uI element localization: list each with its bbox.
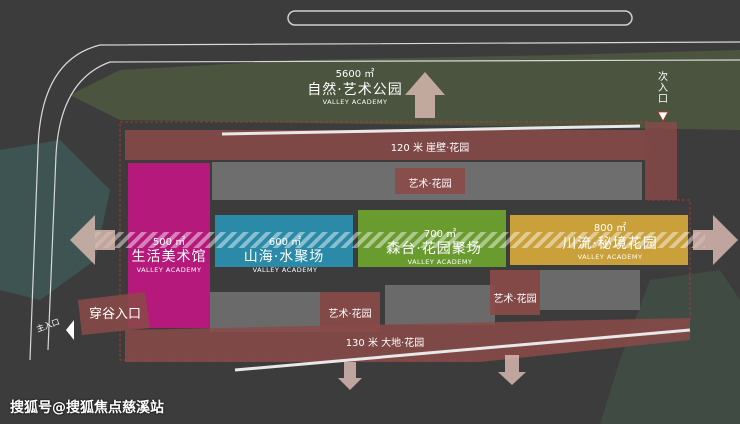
cliff-garden-band [125,130,645,160]
side-entrance-strip [645,122,677,200]
zone-3-sub: VALLEY ACADEMY [407,258,473,266]
green-zone-top [70,50,740,130]
zone-2-area: 600 ㎡ [268,237,302,248]
arrow-down-icon-1 [338,362,362,390]
cliff-wall-line [221,124,641,136]
side-entrance-marker-icon [657,111,669,122]
art-garden-bottom-right-patch [490,270,540,315]
outer-road [29,41,740,361]
green-zone-right [600,270,740,424]
park-name: 自然·艺术公园 [307,82,403,98]
art-garden-label-left: 艺术·花园 [328,309,372,320]
zone-4-name: 川流·秘境花园 [562,236,658,252]
top-road [287,10,633,26]
ground-garden-label: 130 米 大地·花园 [345,338,425,349]
arrow-right-icon [693,215,738,265]
main-entrance-marker-icon [66,320,74,340]
zone-1-area: 500 ㎡ [152,237,186,248]
zone-3-name: 森台·花园聚场 [386,241,482,257]
art-garden-label-right: 艺术·花园 [493,294,537,305]
park-area: 5600 ㎡ [335,69,375,80]
inner-road [47,59,740,351]
zone-2-name: 山海·水聚场 [243,249,325,265]
valley-entrance-patch [78,292,150,335]
ground-garden-band [125,318,690,362]
cliff-garden-label: 120 米 崖壁·花园 [390,143,470,154]
direction-arrows [70,72,738,390]
zone-1-name: 生活美术馆 [131,249,207,265]
building-bottom-2 [385,285,495,325]
park-sub: VALLEY ACADEMY [322,98,388,106]
watermark: 搜狐号@搜狐焦点慈溪站 [10,400,164,416]
art-garden-label-top: 艺术·花园 [408,179,452,190]
green-zone-left [0,140,110,300]
art-garden-top-patch [395,168,465,194]
building-bottom-3 [540,270,640,310]
arrow-up-icon [405,72,445,118]
zone-3-area: 700 ㎡ [423,229,457,240]
walkway-hatch [95,232,705,248]
zone-1-sub: VALLEY ACADEMY [136,266,202,274]
valley-entrance-label: 穿谷入口 [88,307,141,322]
arrow-left-icon [70,215,115,265]
zone-4-area: 800 ㎡ [593,223,627,234]
building-bottom-1 [210,292,320,332]
ground-wall-line [234,328,691,372]
arrow-down-icon-2 [498,355,526,385]
side-entrance-label: 次入口 [658,72,668,105]
zone-2-sub: VALLEY ACADEMY [252,266,318,274]
zone-4-sub: VALLEY ACADEMY [577,253,643,261]
